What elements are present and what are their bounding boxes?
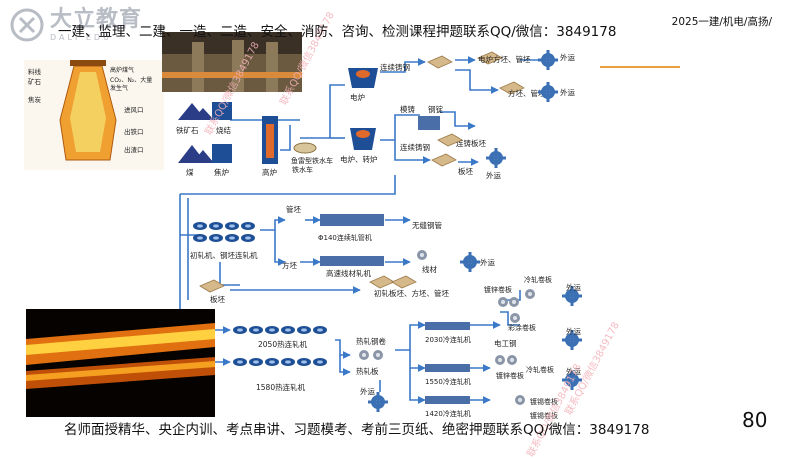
svg-text:高炉煤气: 高炉煤气 xyxy=(110,66,134,74)
brand-name: 大立教育 xyxy=(50,6,143,32)
label-cm-1550: 1550冷连轧机 xyxy=(425,377,471,386)
label-ship-2: 外运 xyxy=(560,87,575,97)
label-square: 方坯 xyxy=(282,260,297,270)
ship-icon-3 xyxy=(486,148,506,168)
header-course-line: 一建、监理、二建、一造、二造、安全、消防、咨询、检测课程押题联系QQ/微信：38… xyxy=(58,24,617,40)
brand-logo: 大立教育 DALI EDU xyxy=(10,8,142,42)
label-continuous-casting-2: 连续铸钢 xyxy=(400,142,430,152)
label-elec-steel: 电工钢 xyxy=(494,338,517,348)
ship-icon-1 xyxy=(538,50,558,70)
label-seamless: 无缝钢管 xyxy=(412,220,442,230)
svg-text:出渣口: 出渣口 xyxy=(124,145,144,154)
svg-text:料线: 料线 xyxy=(28,67,42,76)
ship-icon-2 xyxy=(538,82,558,102)
ingot-molds xyxy=(418,116,440,130)
label-galv-1: 镀锌卷板 xyxy=(484,285,512,294)
label-iron-ore: 铁矿石 xyxy=(176,125,199,135)
label-sinter: 烧结 xyxy=(216,125,231,135)
label-ef-converter: 电炉、转炉 xyxy=(340,154,378,164)
svg-text:焦炭: 焦炭 xyxy=(28,95,42,104)
label-round-billet: 电炉方坯、管坯 xyxy=(478,54,531,64)
label-galv-2: 镀锌卷板 xyxy=(496,371,524,380)
label-square-billet: 方坯、管坯 xyxy=(508,88,546,98)
label-tube-billet: 管坯 xyxy=(286,204,301,214)
hot-slab-photo xyxy=(26,309,215,417)
rough-mill-rolls xyxy=(193,222,255,242)
label-products: 初轧板坯、方坯、管坯 xyxy=(374,288,449,298)
shield-logo-icon xyxy=(10,8,44,42)
label-slab: 板坯 xyxy=(458,166,473,176)
label-ship-8: 外运 xyxy=(360,386,375,396)
label-cold-2: 冷轧卷板 xyxy=(526,365,554,374)
label-coke-oven: 焦炉 xyxy=(214,167,229,177)
svg-text:出铁口: 出铁口 xyxy=(124,127,144,136)
label-cm-1420: 1420冷连轧机 xyxy=(425,409,471,418)
label-electric-furnace: 电炉 xyxy=(350,92,365,102)
label-hot-plate: 热轧板 xyxy=(356,366,379,376)
label-tube-mill: Φ140连续轧管机 xyxy=(318,233,372,242)
label-blast-furnace: 高炉 xyxy=(262,167,277,177)
label-tin-2: 镀锡卷板 xyxy=(530,411,558,420)
label-steel-ingot: 钢锭 xyxy=(428,104,443,114)
label-hsm-1580: 1580热连轧机 xyxy=(256,382,306,392)
label-slab2: 板坯 xyxy=(210,294,225,304)
svg-text:发生气: 发生气 xyxy=(110,84,128,92)
brand-name-en: DALI EDU xyxy=(50,32,112,42)
label-wire: 线材 xyxy=(422,264,437,274)
label-ship-5: 外运 xyxy=(566,282,581,292)
label-hot-coil: 热轧钢卷 xyxy=(356,336,386,346)
sinter-plant xyxy=(212,102,232,120)
label-ingot: 模铸 xyxy=(400,104,415,114)
svg-text:矿石: 矿石 xyxy=(28,77,42,86)
label-wire-mill: 高速线材轧机 xyxy=(326,268,371,278)
svg-text:进风口: 进风口 xyxy=(124,106,144,114)
coke-oven xyxy=(212,144,232,163)
hsm-1580-rolls xyxy=(233,358,327,366)
label-tin-1: 镀锡卷板 xyxy=(530,397,558,406)
hsm-2050-rolls xyxy=(233,326,327,334)
label-cold-1: 冷轧卷板 xyxy=(524,275,552,284)
torpedo-car xyxy=(293,142,317,154)
header-course-tag: 2025一建/机电/高扬/ xyxy=(671,16,772,28)
label-cm-2030: 2030冷连轧机 xyxy=(425,335,471,344)
footer-promo: 名师面授精华、央企内训、考点串讲、习题模考、考前三页纸、绝密押题联系QQ/微信：… xyxy=(64,422,650,438)
rolling-mill-photo xyxy=(162,32,302,92)
label-ship-3: 外运 xyxy=(486,170,501,180)
blast-furnace-section: 高炉煤气 CO₂、N₂、大量 发生气 料线 矿石 焦炭 进风口 出铁口 出渣口 xyxy=(24,60,164,170)
label-ship-7: 外运 xyxy=(566,366,581,376)
cold-mill-1420 xyxy=(425,396,470,404)
svg-text:CO₂、N₂、大量: CO₂、N₂、大量 xyxy=(110,76,152,84)
wire-mill xyxy=(320,256,384,266)
label-slab-cc: 连铸板坯 xyxy=(456,138,486,148)
cold-mill-1550 xyxy=(425,364,470,372)
label-ship-4: 外运 xyxy=(480,257,495,267)
label-hsm-2050: 2050热连轧机 xyxy=(258,339,308,349)
ship-icon-4 xyxy=(460,252,480,272)
label-ship-6: 外运 xyxy=(566,326,581,336)
tube-mill xyxy=(320,214,384,226)
label-color: 彩涂卷板 xyxy=(508,323,536,332)
accent-line xyxy=(600,66,680,68)
page-number: 80 xyxy=(742,408,768,432)
label-continuous-casting-1: 连续铸钢 xyxy=(380,62,410,72)
label-rough-mill: 初轧机、钢坯连轧机 xyxy=(190,250,258,260)
svg-text:铁水车: 铁水车 xyxy=(292,165,313,174)
label-torpedo-car: 鱼雷型铁水车 xyxy=(291,156,333,165)
cold-mill-2030 xyxy=(425,322,470,330)
label-coal: 煤 xyxy=(186,167,194,177)
label-ship-1: 外运 xyxy=(560,52,575,62)
